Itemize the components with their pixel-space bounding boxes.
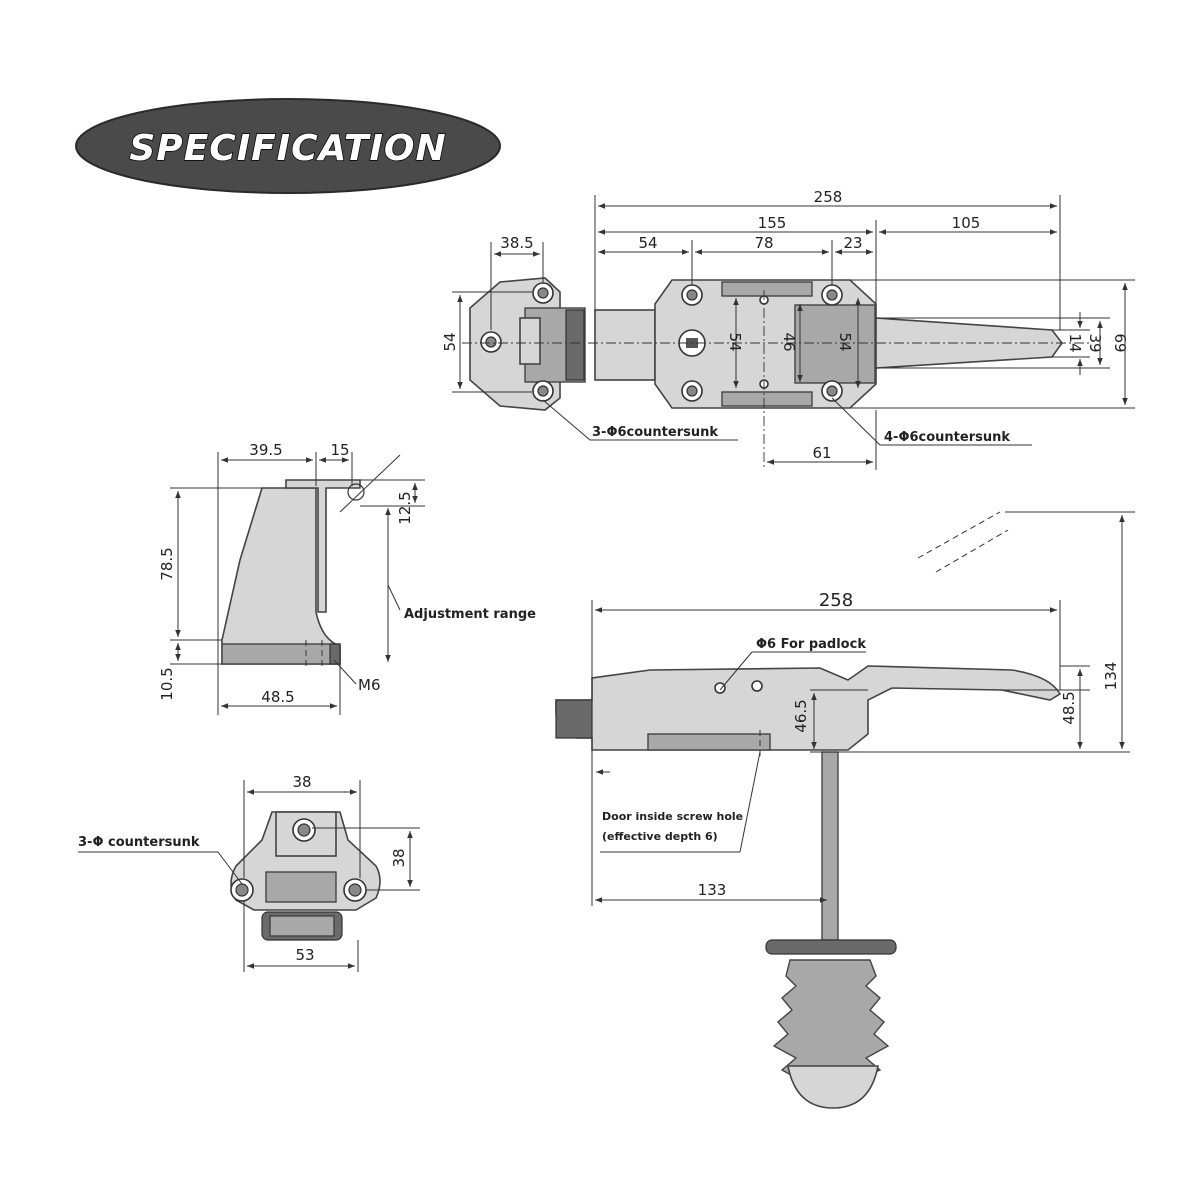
dim-78-5: 78.5	[158, 547, 176, 580]
dim-10-5: 10.5	[158, 667, 176, 700]
dim-overall-258: 258	[814, 188, 843, 206]
callout-3-holes: 3-Φ6countersunk	[592, 425, 718, 440]
dim-133: 133	[698, 881, 727, 899]
dim-54-right: 54	[836, 332, 854, 351]
dim-48-5-base: 48.5	[261, 688, 294, 706]
top-view: 258 155 105 54 78 23 38.5 54 54 46 54 14	[441, 188, 1135, 470]
strike-side-view: 39.5 15 78.5 10.5 12.5 Adjustment range …	[158, 441, 536, 715]
dim-39: 39	[1086, 333, 1104, 352]
dim-61: 61	[812, 444, 831, 462]
padlock-note: Φ6 For padlock	[756, 637, 866, 652]
plunger-shaft	[821, 751, 839, 941]
screw-hole-note-2: (effective depth 6)	[602, 830, 718, 843]
banner-title: SPECIFICATION	[129, 128, 446, 169]
dim-38-side: 38	[390, 848, 408, 867]
dim-15: 15	[330, 441, 349, 459]
knob-flange	[765, 939, 897, 955]
dim-54-hinge: 54	[441, 332, 459, 351]
dim-46-5: 46.5	[792, 699, 810, 732]
latch-body-bar	[594, 309, 656, 381]
dim-39-5: 39.5	[249, 441, 282, 459]
dim-105: 105	[952, 214, 981, 232]
dim-155: 155	[758, 214, 787, 232]
dim-38-top: 38	[292, 773, 311, 791]
dim-53: 53	[295, 946, 314, 964]
callout-hinge-holes: 3-Φ countersunk	[78, 835, 200, 850]
dim-54-top: 54	[638, 234, 657, 252]
dim-48-5-side: 48.5	[1060, 691, 1078, 724]
dim-14: 14	[1066, 333, 1084, 352]
dim-258-side: 258	[819, 590, 853, 611]
dim-46: 46	[780, 332, 798, 351]
hinge-knuckle	[265, 871, 337, 903]
screw-hole-note-1: Door inside screw hole	[602, 810, 743, 823]
latch-side-view: 258 Φ6 For padlock 46.5 48.5 134 Door in…	[555, 511, 1135, 1109]
knob-bellows	[772, 959, 890, 1081]
dim-23: 23	[843, 234, 862, 252]
thread-m6: M6	[358, 676, 381, 694]
dim-78: 78	[754, 234, 773, 252]
dim-54-inner: 54	[726, 332, 744, 351]
dim-134: 134	[1102, 662, 1120, 691]
dim-12-5: 12.5	[396, 491, 414, 524]
callout-4-holes: 4-Φ6countersunk	[884, 430, 1010, 445]
strike-lip	[285, 479, 361, 613]
knob-cap	[787, 1065, 879, 1109]
hinge-view: 38 38 53 3-Φ countersunk	[78, 773, 420, 972]
specification-banner: SPECIFICATION	[75, 98, 501, 194]
adjustment-range-label: Adjustment range	[404, 607, 536, 622]
dim-69: 69	[1111, 333, 1129, 352]
dim-38-5: 38.5	[500, 234, 533, 252]
